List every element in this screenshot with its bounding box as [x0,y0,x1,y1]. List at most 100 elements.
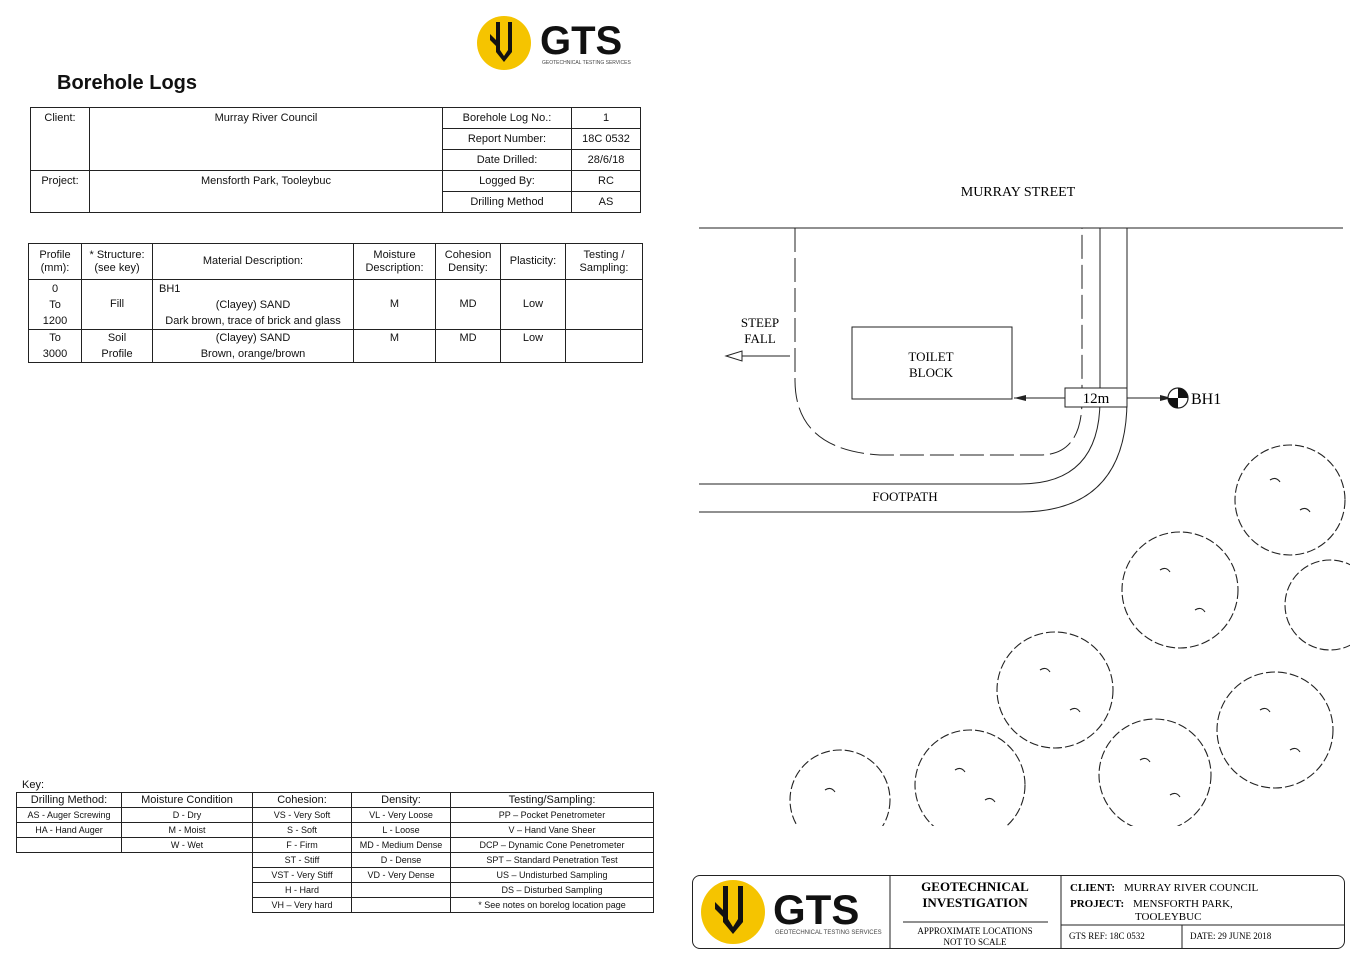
key-cell: HA - Hand Auger [16,822,122,838]
key-cell: VL - Very Loose [351,807,451,823]
tb-ref: GTS REF: 18C 0532 [1069,931,1145,941]
key-cell: VST - Very Stiff [252,867,352,883]
borehole-label: BH1 [1191,391,1221,408]
header-profile: Profile(mm): [28,243,82,280]
arrow-left-icon [1014,395,1026,401]
key-table: Drilling Method: Moisture Condition Cohe… [16,792,654,913]
tree-icon [1216,671,1334,789]
steep-fall-label-2: FALL [744,331,776,346]
info-label: Drilling Method [442,191,572,213]
tb-project-1: MENSFORTH PARK, [1133,898,1233,910]
tb-project-2: TOOLEYBUC [1135,911,1201,923]
key-cell: AS - Auger Screwing [16,807,122,823]
info-label: Report Number: [442,128,572,150]
tb-note-2: NOT TO SCALE [943,937,1007,947]
project-value: Mensforth Park, Tooleybuc [89,170,443,213]
info-value: AS [571,191,641,213]
page-title: Borehole Logs [57,72,198,94]
client-label: Client: [30,107,90,171]
key-cell: D - Dense [351,852,451,868]
key-cell: SPT – Standard Penetration Test [450,852,654,868]
header-plasticity: Plasticity: [500,243,566,280]
tb-client: MURRAY RIVER COUNCIL [1124,882,1259,894]
key-header: Moisture Condition [121,792,253,808]
key-cell: H - Hard [252,882,352,898]
info-value: RC [571,170,641,192]
key-cell: DCP – Dynamic Cone Penetrometer [450,837,654,853]
road-edge-2 [699,228,1128,513]
fall-arrow-head-icon [724,350,743,362]
info-label: Logged By: [442,170,572,192]
street-label: MURRAY STREET [961,185,1076,200]
key-cell: VH – Very hard [252,897,352,913]
tree-icon [789,749,891,840]
logo-tagline: GEOTECHNICAL TESTING SERVICES [775,930,882,936]
structure-cell: Fill [81,279,153,330]
info-label: Date Drilled: [442,149,572,171]
header-structure: * Structure:(see key) [81,243,153,280]
header-material: Material Description: [152,243,354,280]
plasticity-cell: Low [500,279,566,330]
tb-date: DATE: 29 JUNE 2018 [1190,931,1272,941]
toilet-block [851,326,1013,400]
tree-icon [914,729,1026,840]
testing-cell [565,329,643,363]
gts-logo: GTS GEOTECHNICAL TESTING SERVICES [701,880,882,944]
site-plan: MURRAY STREET FOOTPATH STEEP FALL TOILET… [690,185,1350,840]
arrow-right-icon [1160,395,1172,401]
tb-heading-2: INVESTIGATION [922,895,1028,910]
key-label: Key: [22,779,45,791]
tb-note-1: APPROXIMATE LOCATIONS [917,926,1032,936]
key-cell: D - Dry [121,807,253,823]
key-cell: US – Undisturbed Sampling [450,867,654,883]
key-cell: S - Soft [252,822,352,838]
info-value: 18C 0532 [571,128,641,150]
distance-label: 12m [1083,391,1110,407]
plasticity-cell: Low [500,329,566,363]
key-cell: L - Loose [351,822,451,838]
key-header: Testing/Sampling: [450,792,654,808]
tb-heading-1: GEOTECHNICAL [921,879,1029,894]
logo-tagline: GEOTECHNICAL TESTING SERVICES [542,60,631,66]
toilet-label-2: BLOCK [909,365,954,380]
footpath-label: FOOTPATH [872,489,937,504]
info-value: 28/6/18 [571,149,641,171]
client-value: Murray River Council [89,107,443,171]
key-cell: DS – Disturbed Sampling [450,882,654,898]
key-cell: M - Moist [121,822,253,838]
info-value: 1 [571,107,641,129]
moisture-cell: M [353,329,436,363]
key-cell: * See notes on borelog location page [450,897,654,913]
steep-fall-label-1: STEEP [741,315,779,330]
tree-icon [1121,531,1239,649]
gts-logo: GTS GEOTECHNICAL TESTING SERVICES [476,12,646,74]
key-header: Density: [351,792,451,808]
cohesion-cell: MD [435,329,501,363]
moisture-cell: M [353,279,436,330]
path-edge-inner [794,228,1083,456]
key-cell: V – Hand Vane Sheer [450,822,654,838]
logo-text: GTS [773,886,859,933]
key-cell: F - Firm [252,837,352,853]
tb-client-label: CLIENT: [1070,882,1115,894]
key-cell: PP – Pocket Penetrometer [450,807,654,823]
distance-box [1064,387,1128,408]
key-cell: MD - Medium Dense [351,837,451,853]
cohesion-cell: MD [435,279,501,330]
logo-text: GTS [540,19,622,63]
toilet-label-1: TOILET [908,349,953,364]
road-edge-1 [699,228,1101,485]
testing-cell [565,279,643,330]
key-cell [351,897,451,913]
title-block: GTS GEOTECHNICAL TESTING SERVICES GEOTEC… [692,875,1345,949]
key-header: Cohesion: [252,792,352,808]
info-table: Client: Murray River Council Borehole Lo… [30,107,641,213]
